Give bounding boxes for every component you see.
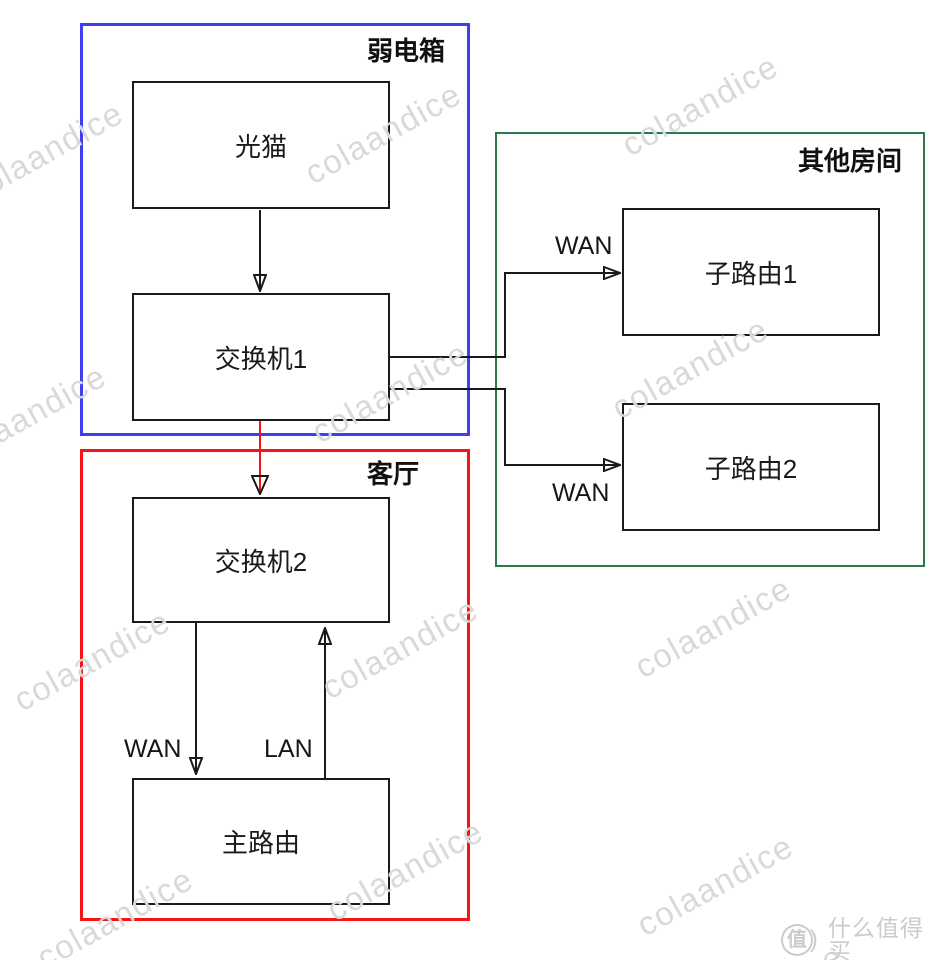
node-label-switch-2: 交换机2: [214, 546, 308, 577]
node-sub-router-2: 子路由2: [622, 403, 880, 531]
smzdm-brand-text: 什么值得买: [827, 915, 924, 960]
node-label-optical-modem: 光猫: [234, 131, 287, 162]
edge-label-wan-main-router: WAN: [124, 735, 182, 763]
edge-label-lan-main-router: LAN: [264, 735, 313, 763]
smzdm-logo: 值 ) 什么值得买: [781, 917, 947, 960]
container-living-room: [80, 449, 470, 921]
container-label-weak-current-box: 弱电箱: [367, 36, 446, 66]
node-optical-modem: 光猫: [132, 81, 390, 209]
node-label-sub-router-1: 子路由1: [704, 258, 798, 289]
node-switch-1: 交换机1: [132, 293, 390, 421]
node-label-main-router: 主路由: [221, 828, 300, 858]
container-weak-current-box: [80, 23, 470, 436]
node-main-router: 主路由: [132, 778, 390, 905]
watermark-text: colaandice: [628, 568, 798, 686]
node-sub-router-1: 子路由1: [622, 208, 880, 336]
smzdm-badge-icon: 值: [781, 924, 813, 956]
container-label-living-room: 客厅: [367, 459, 420, 489]
watermark-text: colaandice: [630, 826, 800, 944]
node-label-switch-1: 交换机1: [214, 343, 308, 374]
node-label-sub-router-2: 子路由2: [704, 453, 798, 484]
edge-label-wan-sub-router1: WAN: [555, 232, 613, 260]
container-label-other-rooms: 其他房间: [798, 146, 903, 176]
edge-label-wan-sub-router2: WAN: [552, 479, 610, 507]
node-switch-2: 交换机2: [132, 497, 390, 623]
smzdm-badge-paren: ): [809, 926, 818, 953]
